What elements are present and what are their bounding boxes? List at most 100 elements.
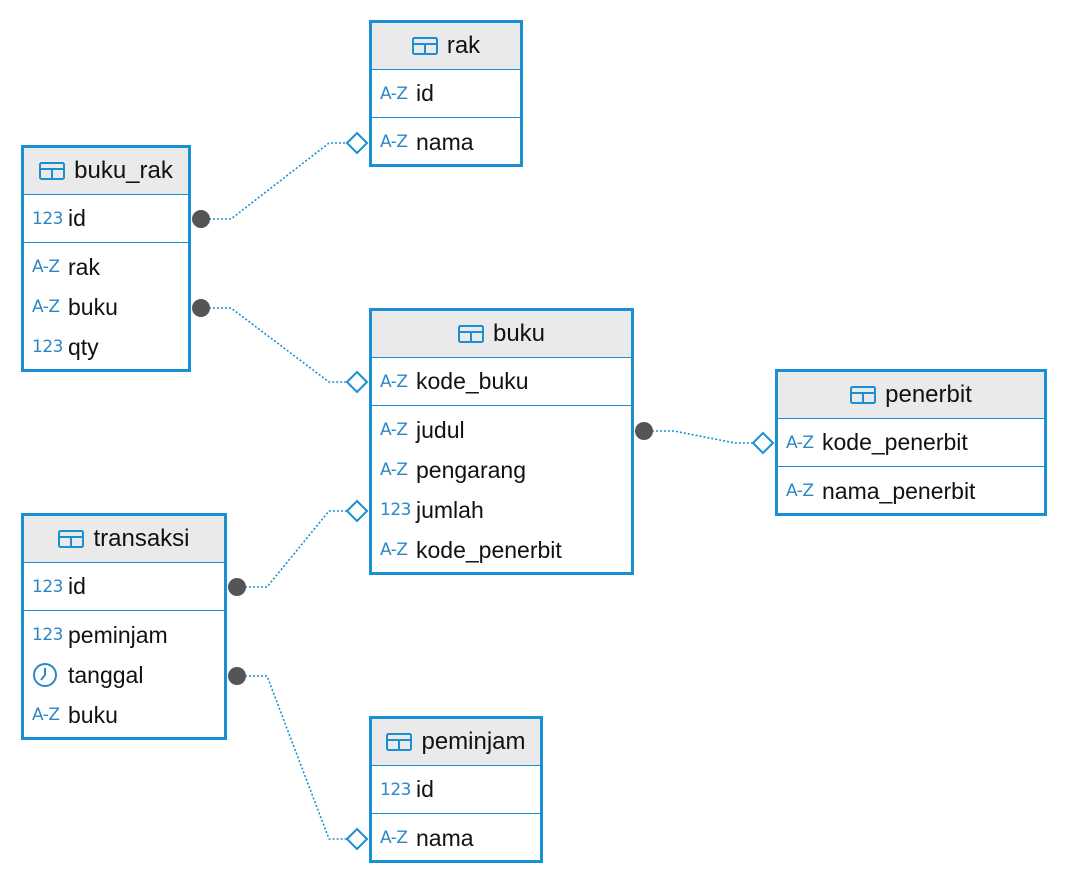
relationship-line[interactable] <box>201 142 347 220</box>
column-name: id <box>416 80 434 106</box>
string-type-icon: A-Z <box>786 432 814 453</box>
table-icon <box>39 162 66 180</box>
string-type-icon: A-Z <box>380 828 408 848</box>
string-type-icon: A-Z <box>32 705 60 725</box>
table-icon <box>411 37 438 55</box>
table-header[interactable]: penerbit <box>778 372 1044 419</box>
string-type-icon: A-Z <box>380 132 408 152</box>
column-row[interactable]: A-Z nama_penerbit <box>778 471 1044 511</box>
column-row[interactable]: tanggal <box>24 655 224 695</box>
column-name: kode_buku <box>416 368 529 394</box>
table-name: buku <box>492 320 546 347</box>
column-row[interactable]: A-Z buku <box>24 695 224 735</box>
attribute-section: A-Z nama <box>372 118 520 164</box>
column-name: nama_penerbit <box>822 477 976 504</box>
column-name: tanggal <box>68 661 144 688</box>
column-name: judul <box>416 416 465 443</box>
table-header[interactable]: buku <box>372 311 631 358</box>
column-name: qty <box>68 333 99 360</box>
clock-icon <box>32 662 68 688</box>
primary-key-section: A-Z id <box>372 70 520 118</box>
relationship-source-dot <box>192 299 210 317</box>
relationship-target-diamond <box>345 499 369 523</box>
column-name: pengarang <box>416 456 526 483</box>
column-name: id <box>416 776 434 802</box>
column-name: id <box>68 573 86 599</box>
column-row[interactable]: A-Z nama <box>372 122 520 162</box>
numeric-type-icon: 123 <box>32 208 63 229</box>
table-name: buku_rak <box>74 157 173 184</box>
column-row[interactable]: A-Z nama <box>372 818 540 858</box>
relationship-source-dot <box>228 578 246 596</box>
column-name: rak <box>68 253 100 280</box>
column-row[interactable]: A-Z buku <box>24 287 188 327</box>
relationship-target-diamond <box>751 431 775 455</box>
table-icon <box>386 733 413 751</box>
numeric-type-icon: 123 <box>380 500 411 520</box>
table-icon <box>850 386 877 404</box>
column-name: buku <box>68 293 118 320</box>
column-row-pk[interactable]: A-Z id <box>372 70 520 117</box>
column-row-pk[interactable]: A-Z kode_penerbit <box>778 419 1044 466</box>
column-name: nama <box>416 824 474 851</box>
attribute-section: A-Z nama <box>372 814 540 860</box>
numeric-type-icon: 123 <box>32 625 63 645</box>
column-name: nama <box>416 128 474 155</box>
string-type-icon: A-Z <box>786 481 814 501</box>
table-header[interactable]: buku_rak <box>24 148 188 195</box>
string-type-icon: A-Z <box>380 83 408 104</box>
table-name: transaksi <box>93 525 190 552</box>
table-name: penerbit <box>885 381 972 408</box>
column-name: peminjam <box>68 621 168 648</box>
relationship-line[interactable] <box>237 675 347 840</box>
table-icon <box>58 530 85 548</box>
table-header[interactable]: transaksi <box>24 516 224 563</box>
relationship-line[interactable] <box>237 510 347 588</box>
relationship-target-diamond <box>345 131 369 155</box>
primary-key-section: A-Z kode_penerbit <box>778 419 1044 467</box>
relationship-source-dot <box>192 210 210 228</box>
table-header[interactable]: rak <box>372 23 520 70</box>
column-name: buku <box>68 701 118 728</box>
relationship-line[interactable] <box>201 307 347 383</box>
column-name: jumlah <box>416 496 484 523</box>
column-name: id <box>68 205 86 231</box>
numeric-type-icon: 123 <box>380 779 411 800</box>
table-icon <box>457 325 484 343</box>
relationship-target-diamond <box>345 370 369 394</box>
column-name: kode_penerbit <box>822 429 968 455</box>
attribute-section: A-Z nama_penerbit <box>778 467 1044 513</box>
relationship-source-dot <box>635 422 653 440</box>
relationship-source-dot <box>228 667 246 685</box>
string-type-icon: A-Z <box>380 540 408 560</box>
string-type-icon: A-Z <box>32 297 60 317</box>
table-name: peminjam <box>421 728 526 755</box>
relationship-line[interactable] <box>644 430 753 444</box>
table-header[interactable]: peminjam <box>372 719 540 766</box>
numeric-type-icon: 123 <box>32 576 63 597</box>
